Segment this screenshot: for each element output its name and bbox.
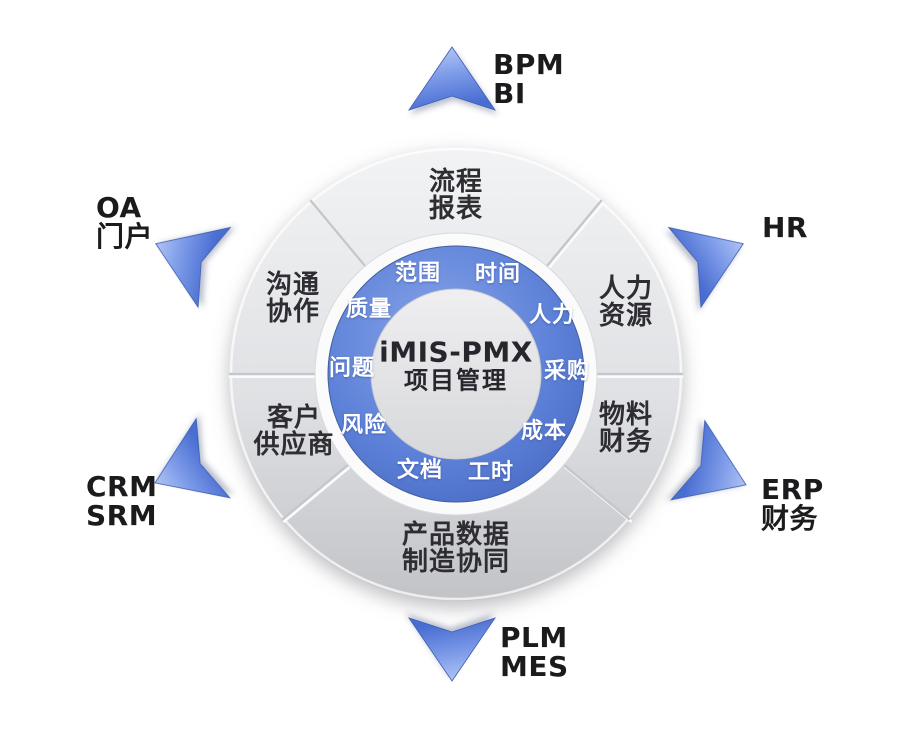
segment-label-materials-finance: 物料 财务 bbox=[598, 400, 654, 457]
inner-ring-item-time: 时间 bbox=[474, 262, 522, 287]
center-hub-label: iMIS-PMX 项目管理 bbox=[379, 335, 533, 395]
segment-dividers bbox=[228, 199, 684, 523]
inner-ring-item-risk: 风险 bbox=[340, 413, 388, 438]
outward-arrow-right-bottom-icon bbox=[670, 419, 747, 501]
inner-ring-item-issues: 问题 bbox=[328, 356, 376, 381]
outward-arrow-right-top-icon bbox=[667, 226, 744, 309]
center-circle bbox=[370, 288, 542, 460]
segment-label-product-data: 产品数据 制造协同 bbox=[401, 520, 511, 577]
center-hub-title: iMIS-PMX bbox=[379, 335, 533, 369]
outward-arrow-left-bottom-icon bbox=[154, 417, 231, 499]
external-label-hr: HR bbox=[762, 211, 808, 244]
outward-arrow-left-top-icon bbox=[155, 226, 232, 309]
inner-ring-item-procurement: 采购 bbox=[543, 359, 591, 384]
segment-label-human-resources: 人力 资源 bbox=[598, 274, 654, 331]
outward-arrow-bottom-icon bbox=[408, 617, 496, 682]
external-label-oa-portal: OA 门户 bbox=[96, 191, 154, 253]
external-label-crm-srm: CRM SRM bbox=[86, 470, 158, 532]
inner-ring-item-quality: 质量 bbox=[345, 297, 393, 322]
external-label-erp-finance: ERP 财务 bbox=[761, 473, 824, 535]
inner-ring-item-manpower: 人力 bbox=[528, 303, 576, 328]
external-label-plm-mes: PLM MES bbox=[500, 621, 569, 683]
inner-ring-item-scope: 范围 bbox=[394, 261, 442, 286]
outward-arrow-top-icon bbox=[408, 46, 496, 111]
inner-ring-item-workhours: 工时 bbox=[467, 460, 515, 485]
inner-ring-item-documents: 文档 bbox=[396, 458, 444, 483]
segment-label-process-reports: 流程 报表 bbox=[428, 167, 484, 224]
center-hub-subtitle: 项目管理 bbox=[403, 366, 508, 395]
external-label-bpm-bi: BPM BI bbox=[493, 48, 565, 110]
inner-ring-item-cost: 成本 bbox=[520, 419, 568, 444]
segment-label-customer-supplier: 客户 供应商 bbox=[253, 403, 335, 460]
segment-label-communication: 沟通 协作 bbox=[265, 270, 321, 327]
